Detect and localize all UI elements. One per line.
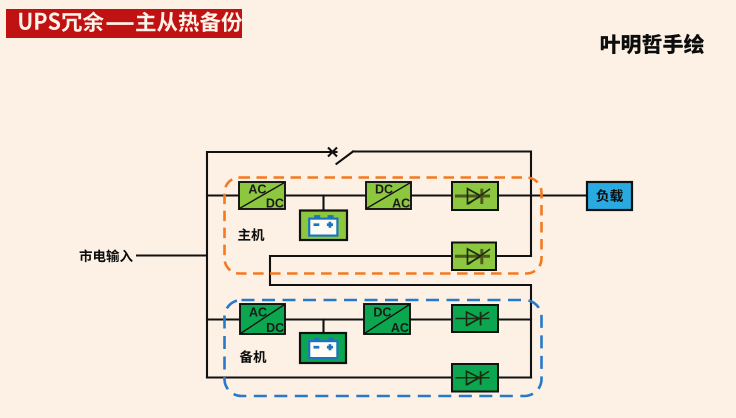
svg-text:DC: DC — [266, 197, 284, 211]
svg-text:AC: AC — [249, 306, 267, 320]
svg-text:DC: DC — [373, 306, 391, 320]
svg-text:DC: DC — [375, 182, 393, 196]
svg-text:AC: AC — [392, 197, 410, 211]
svg-text:DC: DC — [266, 321, 284, 335]
svg-text:AC: AC — [391, 321, 409, 335]
svg-text:AC: AC — [248, 182, 266, 196]
